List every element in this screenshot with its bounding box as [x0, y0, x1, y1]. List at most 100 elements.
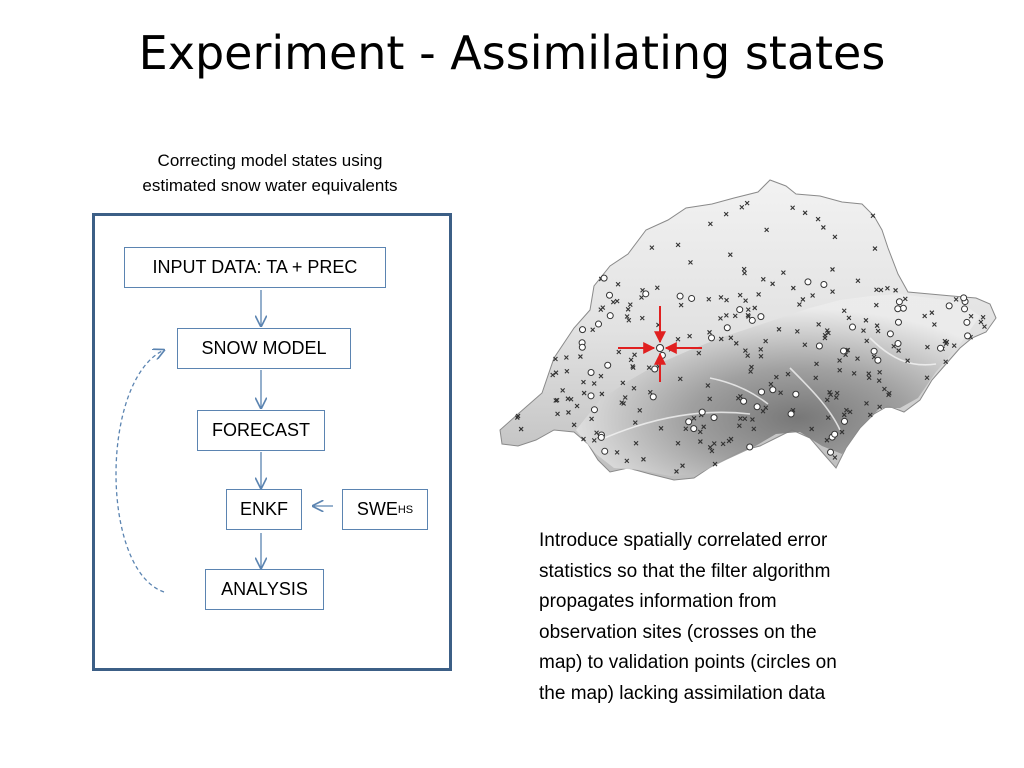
observation-cross	[737, 292, 743, 298]
observation-cross	[874, 323, 880, 329]
validation-circle	[606, 312, 614, 320]
observation-cross	[733, 340, 739, 346]
observation-cross	[874, 287, 879, 293]
explanation-text: Introduce spatially correlated error sta…	[539, 526, 939, 709]
validation-circle	[757, 313, 765, 321]
observation-cross	[749, 364, 754, 370]
validation-circle	[578, 343, 586, 351]
observation-cross	[809, 426, 815, 432]
highlighted-station	[618, 306, 702, 382]
observation-cross	[574, 403, 580, 409]
observation-cross	[736, 423, 742, 429]
validation-circle	[960, 294, 968, 302]
observation-cross	[632, 352, 637, 358]
diagram-caption-line-2: estimated snow water equivalents	[142, 176, 398, 195]
observation-cross	[864, 338, 870, 344]
observation-cross	[732, 313, 738, 319]
observation-cross	[706, 296, 712, 302]
observation-cross	[560, 387, 566, 393]
observation-cross	[822, 332, 828, 338]
observation-cross	[712, 461, 718, 467]
observation-cross	[778, 390, 783, 396]
observation-cross	[750, 417, 755, 422]
observation-cross	[830, 289, 835, 295]
node-enkf: ENKF	[226, 489, 302, 530]
validation-circle	[820, 281, 828, 289]
observation-cross	[827, 389, 832, 395]
observation-cross	[555, 411, 560, 417]
observation-cross	[830, 267, 835, 272]
validation-circle	[894, 305, 902, 313]
observation-cross	[744, 200, 750, 206]
validation-circle	[708, 334, 716, 342]
observation-cross	[620, 380, 626, 386]
observation-cross	[723, 313, 729, 318]
observation-cross	[674, 469, 679, 474]
observation-cross	[873, 302, 879, 308]
observation-cross	[905, 358, 910, 364]
validation-circle	[840, 417, 848, 425]
diagram-caption-line-1: Correcting model states using	[157, 151, 383, 170]
observation-cross	[625, 306, 631, 312]
observation-cross	[741, 266, 747, 272]
observation-cross	[929, 310, 935, 316]
validation-circle	[690, 425, 698, 433]
observation-cross	[816, 322, 822, 327]
observation-cross	[727, 252, 733, 258]
observation-cross	[581, 436, 586, 442]
observation-cross	[810, 293, 816, 298]
observation-cross	[728, 436, 734, 442]
validation-circle	[601, 447, 609, 455]
observation-cross	[758, 346, 764, 352]
observation-cross	[738, 416, 743, 421]
validation-circle	[753, 403, 761, 411]
observation-cross	[844, 407, 849, 413]
observation-cross	[763, 338, 769, 344]
node-forecast-label: FORECAST	[211, 420, 310, 440]
observation-cross	[878, 287, 884, 293]
validation-circle	[961, 305, 969, 313]
observation-cross	[851, 370, 857, 376]
validation-circles	[578, 274, 972, 456]
observation-cross	[866, 371, 872, 377]
observation-cross	[624, 314, 630, 319]
node-input-data: INPUT DATA: TA + PREC	[124, 247, 386, 288]
validation-circle	[587, 368, 595, 376]
alps-relief	[576, 294, 980, 476]
validation-circle	[676, 292, 684, 300]
observation-cross	[590, 327, 596, 333]
observation-cross	[675, 440, 681, 446]
node-analysis: ANALYSIS	[205, 569, 324, 610]
observation-cross	[922, 313, 928, 319]
observation-cross	[566, 410, 571, 415]
node-input-data-label: INPUT DATA: TA + PREC	[152, 257, 358, 277]
observation-cross	[982, 324, 987, 329]
observation-cross	[746, 314, 751, 319]
observation-cross	[785, 371, 791, 377]
observation-cross	[589, 416, 595, 422]
observation-cross	[841, 308, 847, 314]
observation-cross	[675, 242, 681, 248]
diagram-caption: Correcting model states using estimated …	[90, 148, 450, 198]
observation-cross	[728, 335, 734, 341]
observation-cross	[980, 314, 986, 320]
observation-cross	[745, 307, 751, 313]
observation-cross	[564, 368, 570, 374]
observation-cross	[943, 359, 949, 365]
observation-cross	[614, 449, 620, 455]
observation-cross	[563, 355, 569, 360]
flowchart-frame	[92, 213, 452, 671]
node-swe-subscript: HS	[397, 503, 414, 516]
observation-cross	[824, 397, 830, 403]
observation-cross	[554, 397, 560, 403]
validation-circle	[597, 433, 605, 441]
observation-cross	[677, 376, 683, 382]
validation-circle	[963, 318, 971, 326]
observation-cross	[707, 396, 713, 402]
observation-cross	[591, 381, 597, 386]
validation-circle	[600, 274, 608, 282]
explanation-line-5: map) to validation points (circles on	[539, 652, 837, 673]
observation-cross	[553, 356, 558, 362]
